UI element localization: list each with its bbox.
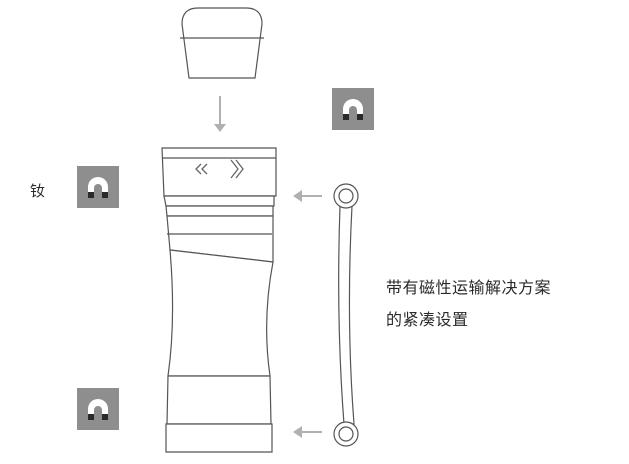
lower-left-arrow-icon	[293, 426, 322, 438]
description-line-2: 的紧凑设置	[386, 310, 469, 329]
top-magnet-icon	[332, 88, 374, 130]
bottom-magnet-icon	[77, 388, 119, 430]
cap	[181, 7, 263, 79]
description-line-1: 带有磁性运输解决方案	[386, 278, 552, 297]
magnet-material-label: 钕	[30, 182, 46, 200]
left-magnet-icon	[77, 166, 119, 208]
carrying-strap	[333, 183, 359, 447]
bottle-body	[161, 147, 277, 453]
upper-left-arrow-icon	[293, 190, 322, 202]
down-arrow-icon	[214, 96, 226, 132]
double-chevron-icon	[195, 159, 244, 179]
